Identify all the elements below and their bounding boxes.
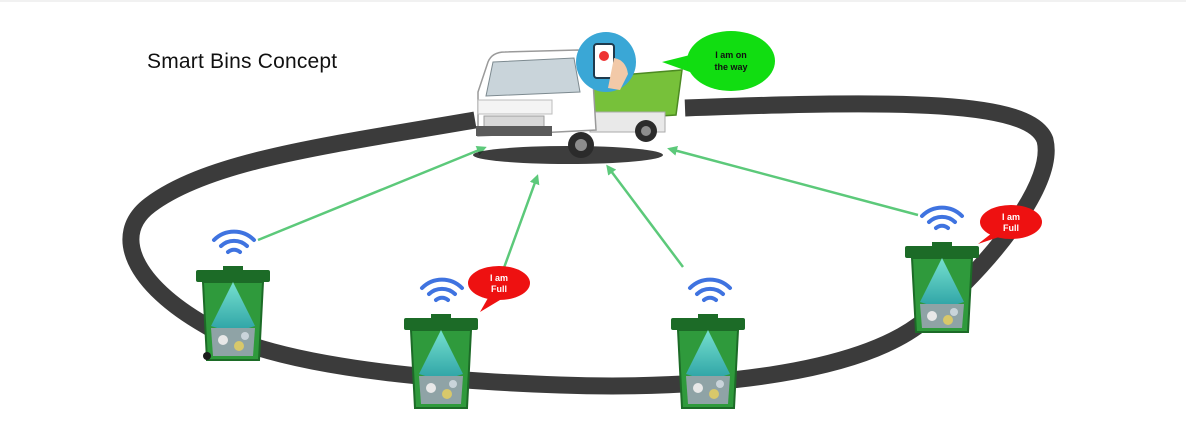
bin4-status-line1: I am bbox=[1002, 212, 1020, 222]
bin2-status-line1: I am bbox=[490, 273, 508, 283]
smart-bin-icon bbox=[196, 266, 270, 361]
signal-arrows bbox=[257, 145, 919, 299]
truck-status-line2: the way bbox=[714, 62, 747, 72]
wifi-icon bbox=[920, 205, 964, 230]
road-loop bbox=[122, 95, 1055, 395]
truck-status-line1: I am on bbox=[715, 50, 747, 60]
bin2-status-bubble: I am Full bbox=[468, 266, 530, 312]
smart-bin-icon bbox=[671, 314, 745, 409]
truck-status-bubble: I am on the way bbox=[662, 31, 775, 91]
wifi-icon bbox=[212, 229, 256, 254]
garbage-truck-icon bbox=[473, 32, 683, 164]
arrow-bin1-to-truck bbox=[257, 146, 487, 242]
wifi-icon bbox=[420, 277, 464, 302]
top-border bbox=[0, 0, 1186, 2]
bin4-status-line2: Full bbox=[1003, 223, 1019, 233]
arrow-bin4-to-truck bbox=[667, 145, 919, 217]
wifi-icon bbox=[688, 277, 732, 302]
bin4-status-bubble: I am Full bbox=[978, 205, 1042, 244]
diagram-title: Smart Bins Concept bbox=[147, 50, 338, 73]
arrow-bin3-to-truck bbox=[606, 164, 684, 268]
smart-bin-icon bbox=[404, 314, 478, 409]
smart-bin-icon bbox=[905, 242, 979, 333]
bin2-status-line2: Full bbox=[491, 284, 507, 294]
